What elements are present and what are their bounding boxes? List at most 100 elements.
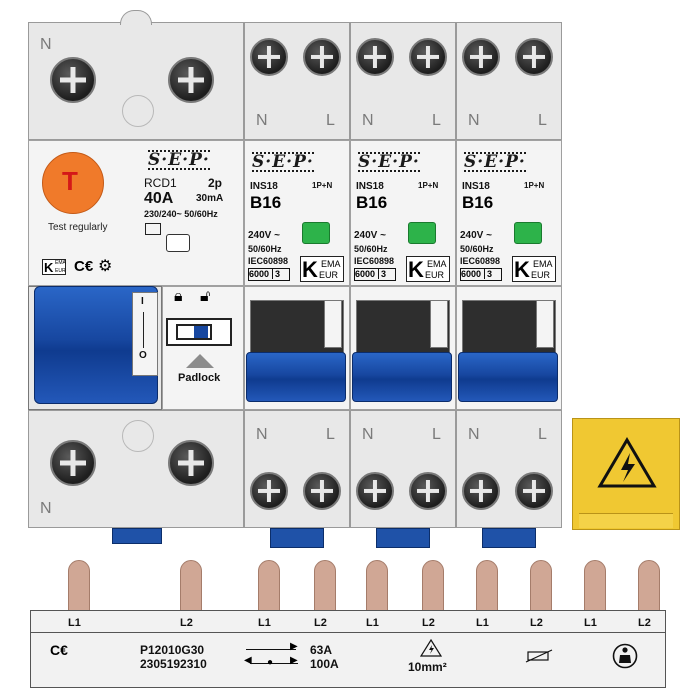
mcb-bottom-l-label: L: [326, 426, 335, 443]
mcb-voltage: 240V ~: [248, 230, 280, 241]
rcd-switch-on: I: [141, 296, 144, 307]
mcb-bottom-n-label: N: [256, 426, 268, 443]
mcb-screw-bottom-l[interactable]: [409, 472, 447, 510]
rcd-kema-top: EMA: [55, 260, 66, 266]
mcb-poles: 1P+N: [524, 181, 545, 190]
mcb-screw-top-l[interactable]: [303, 38, 341, 76]
rcd-top-tab: [120, 10, 152, 25]
busbar-pin: [314, 560, 336, 612]
mcb-freq: 50/60Hz: [460, 244, 494, 254]
mcb-switch-indicator: [324, 300, 342, 348]
rcd-switch-off: O: [139, 350, 147, 361]
mcb-screw-top-n[interactable]: [356, 38, 394, 76]
mcb-kema-top: EMA: [321, 259, 341, 269]
busbar-body: [30, 610, 666, 688]
busbar-pin-label: L1: [366, 617, 379, 629]
mcb-switch-indicator: [536, 300, 554, 348]
mcb-kema-k: K: [408, 257, 424, 282]
high-voltage-icon: [597, 437, 657, 488]
padlock-slider-track: [176, 324, 212, 340]
rcd-kema-bottom: EUR: [55, 268, 66, 274]
rcd-kema-mark: K EMA EUR: [42, 259, 66, 275]
rcd-voltage: 230/240~ 50/60Hz: [144, 209, 218, 219]
mcb-switch-indicator: [430, 300, 448, 348]
mcb-bottom-n-label: N: [362, 426, 374, 443]
mcb-lever[interactable]: [458, 352, 558, 402]
end-cap-warning[interactable]: [572, 418, 680, 530]
mcb-brand: S·E·P·: [464, 152, 526, 172]
mcb-top-n-label: N: [468, 112, 480, 129]
busbar-pin-label: L2: [638, 617, 651, 629]
mcb-class-num: 3: [272, 269, 281, 279]
test-button-letter: T: [62, 166, 78, 196]
rcd-hole-bottom: [122, 420, 154, 452]
mcb-lever[interactable]: [246, 352, 346, 402]
padlock-closed-icon: 🔒︎: [174, 288, 183, 305]
padlock-label: Padlock: [178, 372, 221, 384]
mcb-top-l-label: L: [326, 112, 335, 129]
busbar-cable-size: 10mm²: [408, 660, 447, 674]
busbar-pin-label: L1: [68, 617, 81, 629]
busbar-pin-label: L2: [422, 617, 435, 629]
busbar-ce-mark: C€: [50, 642, 68, 658]
mcb-screw-bottom-n[interactable]: [462, 472, 500, 510]
rcd-screw-bottom-right[interactable]: [168, 440, 214, 486]
rcd-screw-top-left[interactable]: [50, 57, 96, 103]
mcb-screw-bottom-n[interactable]: [250, 472, 288, 510]
end-cap-base: [579, 513, 673, 528]
mcb-screw-top-l[interactable]: [409, 38, 447, 76]
mcb-screw-bottom-l[interactable]: [303, 472, 341, 510]
mcb-freq: 50/60Hz: [248, 244, 282, 254]
busbar-pin: [638, 560, 660, 612]
mcb-kema-top: EMA: [427, 259, 447, 269]
padlock-slider[interactable]: [166, 318, 232, 346]
mcb-screw-top-l[interactable]: [515, 38, 553, 76]
rcd-sensitivity: 30mA: [196, 193, 224, 204]
mcb-class: 6000: [249, 269, 270, 279]
mcb-screw-bottom-n[interactable]: [356, 472, 394, 510]
mcb-screw-top-n[interactable]: [250, 38, 288, 76]
busbar-pin: [584, 560, 606, 612]
busbar-pin: [258, 560, 280, 612]
test-caption: Test regularly: [48, 222, 108, 233]
busbar-pin-label: L2: [180, 617, 193, 629]
mcb-indicator: [514, 222, 542, 244]
rcd-symbol-icon: [145, 223, 161, 235]
rcd-bottom-n-label: N: [40, 500, 52, 517]
rating-dot-icon: ●: [267, 657, 274, 668]
busbar-pin-label: L1: [258, 617, 271, 629]
mcb-indicator: [408, 222, 436, 244]
mcb-class-num: 3: [484, 269, 493, 279]
mcb-kema-mark: K EMA EUR: [300, 256, 344, 282]
busbar-rating-1: 63A: [310, 643, 333, 657]
rcd-screw-bottom-left[interactable]: [50, 440, 96, 486]
mcb-brand: S·E·P·: [252, 152, 314, 172]
rcd-kema-k: K: [44, 260, 54, 275]
mcb-standard: IEC60898: [248, 256, 289, 266]
mcb-rating: B16: [356, 193, 388, 212]
padlock-arrow-icon: [186, 354, 214, 368]
busbar-part-number: P12010G30: [140, 643, 205, 657]
mcb-kema-mark: K EMA EUR: [512, 256, 556, 282]
test-button[interactable]: [42, 152, 104, 214]
rcd-padlock-area: [162, 286, 244, 410]
mcb-lever[interactable]: [352, 352, 452, 402]
rcd-din-clip: [112, 528, 162, 544]
mcb-din-clip: [376, 528, 430, 548]
mcb-screw-bottom-l[interactable]: [515, 472, 553, 510]
busbar-pin-label: L2: [314, 617, 327, 629]
mcb-top-l-label: L: [432, 112, 441, 129]
mcb-screw-top-n[interactable]: [462, 38, 500, 76]
rcd-screw-top-right[interactable]: [168, 57, 214, 103]
padlock-slider-knob: [194, 326, 208, 338]
mcb-kema-k: K: [514, 257, 530, 282]
rcd-gear-icon: ⚙: [98, 258, 113, 275]
rating-arrow-right-icon: ▶: [290, 655, 298, 666]
mcb-bottom-l-label: L: [432, 426, 441, 443]
rcd-poles: 2p: [208, 176, 223, 190]
cable-warning-icon: [420, 639, 442, 657]
mcb-standard: IEC60898: [460, 256, 501, 266]
mcb-rating: B16: [462, 193, 494, 212]
mcb-din-clip: [270, 528, 324, 548]
